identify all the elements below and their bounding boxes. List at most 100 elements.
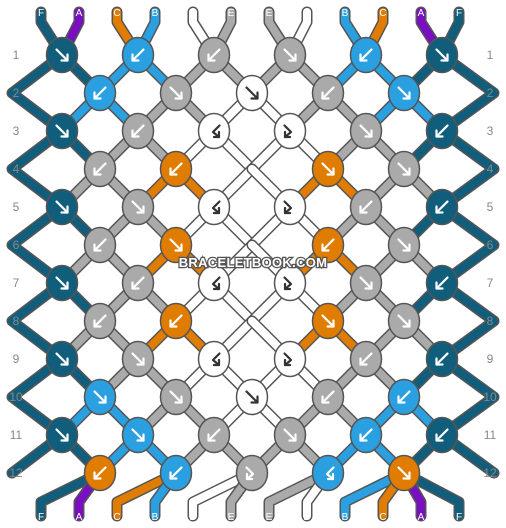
bottom-strand-label-8: D (303, 512, 310, 523)
knot-r5-6 (425, 188, 459, 226)
bottom-strand-label-10: C (379, 512, 386, 523)
knot-arrow-shaft (321, 238, 335, 252)
bottom-strand-7 (265, 469, 332, 520)
knot-arrow-shaft (211, 200, 221, 215)
knot-r5-2 (121, 188, 155, 226)
knot-arrow-head (169, 319, 178, 328)
knot-arrow-head (174, 243, 183, 252)
knot-r8-2 (159, 302, 193, 340)
knot-arrow-head (207, 433, 216, 442)
knot-arrow-shaft (93, 86, 107, 100)
knot-arrow-head (364, 129, 373, 138)
knot-r12-3 (235, 454, 269, 492)
knot-r1-3 (197, 36, 231, 74)
knot-r12-5 (387, 454, 421, 492)
row-number-left-3: 3 (13, 124, 20, 138)
knot-arrow-head (136, 357, 145, 366)
knot-arrow-shaft (435, 124, 449, 138)
knot-arrow-head (93, 167, 102, 176)
knot-arrow-shaft (435, 48, 449, 62)
knot-r1-1 (45, 36, 79, 74)
knot-arrow-shaft (359, 276, 373, 290)
knot-arrow-head (283, 282, 292, 291)
knot-arrow-head (435, 281, 444, 290)
knot-arrow-head (440, 53, 449, 62)
knot-arrow-shaft (359, 352, 373, 366)
knot-arrow-head (397, 395, 406, 404)
bottom-strand-12 (400, 469, 463, 520)
knot-arrow-shaft (55, 200, 69, 214)
bottom-strand-label-4: B (152, 512, 159, 523)
knot-r11-6 (425, 416, 459, 454)
top-strand-label-10: C (379, 8, 386, 19)
knot-r2-3 (235, 74, 269, 112)
knot-r11-3 (197, 416, 231, 454)
knot-r5-5 (349, 188, 383, 226)
knot-arrow-shaft (283, 428, 297, 442)
knot-arrow-head (131, 129, 140, 138)
knot-r11-5 (349, 416, 383, 454)
knot-arrow-head (60, 205, 69, 214)
knot-r8-5 (387, 302, 421, 340)
knot-arrow-head (212, 130, 221, 139)
knot-r7-6 (425, 264, 459, 302)
row-number-left-2: 2 (13, 86, 20, 100)
knot-arrow-head (136, 433, 145, 442)
bottom-strand-label-3: C (113, 512, 120, 523)
knot-arrow-head (169, 167, 178, 176)
knot-arrow-head (359, 205, 368, 214)
edge-left-r10 (8, 355, 66, 439)
row-number-left-6: 6 (13, 238, 20, 252)
knot-arrow-shaft (435, 428, 449, 442)
edge-left-r8 (8, 279, 66, 363)
knot-arrow-shaft (435, 352, 449, 366)
knot-arrow-head (321, 243, 330, 252)
row-number-right-11: 11 (484, 428, 497, 442)
knot-arrow-shaft (397, 466, 411, 480)
knot-arrow-shaft (55, 352, 69, 366)
knot-r5-1 (45, 188, 79, 226)
knot-r10-1 (83, 378, 117, 416)
knot-arrow-head (93, 243, 102, 252)
knot-arrow-shaft (245, 390, 259, 404)
knot-arrow-head (174, 395, 183, 404)
edge-left-r12 (8, 431, 66, 477)
knot-arrow-shaft (283, 124, 293, 139)
bottom-strand-3 (113, 469, 180, 520)
knot-r1-5 (349, 36, 383, 74)
knot-arrow-shaft (169, 314, 183, 328)
knot-arrow-head (326, 167, 335, 176)
knot-arrow-shaft (131, 428, 145, 442)
knot-arrow-shaft (397, 314, 411, 328)
knot-arrow-head (60, 53, 69, 62)
knot-r10-3 (235, 378, 269, 416)
knot-arrow-head (435, 433, 444, 442)
row-number-left-7: 7 (13, 276, 20, 290)
knot-arrow-shaft (55, 276, 69, 290)
knot-r3-1 (45, 112, 79, 150)
knot-r3-5 (349, 112, 383, 150)
knot-r8-4 (311, 302, 345, 340)
knot-r1-6 (425, 36, 459, 74)
edge-right-r2 (438, 51, 498, 135)
knot-r6-5 (387, 226, 421, 264)
knot-r11-2 (121, 416, 155, 454)
knot-arrow-head (402, 243, 411, 252)
knot-r7-1 (45, 264, 79, 302)
knot-arrow-head (60, 433, 69, 442)
knot-arrow-head (283, 130, 292, 139)
top-strand-label-12: F (456, 8, 462, 19)
row-number-right-1: 1 (487, 48, 494, 62)
knot-arrow-shaft (359, 428, 373, 442)
knot-r11-4 (273, 416, 307, 454)
bottom-strand-label-11: A (418, 512, 425, 523)
knot-arrow-shaft (207, 48, 221, 62)
knot-arrow-shaft (321, 314, 335, 328)
knot-arrow-shaft (93, 314, 107, 328)
edge-right-r8 (438, 279, 498, 363)
knot-arrow-shaft (131, 200, 145, 214)
knot-arrow-head (131, 53, 140, 62)
knot-r4-1 (83, 150, 117, 188)
knot-arrow-shaft (211, 276, 221, 291)
